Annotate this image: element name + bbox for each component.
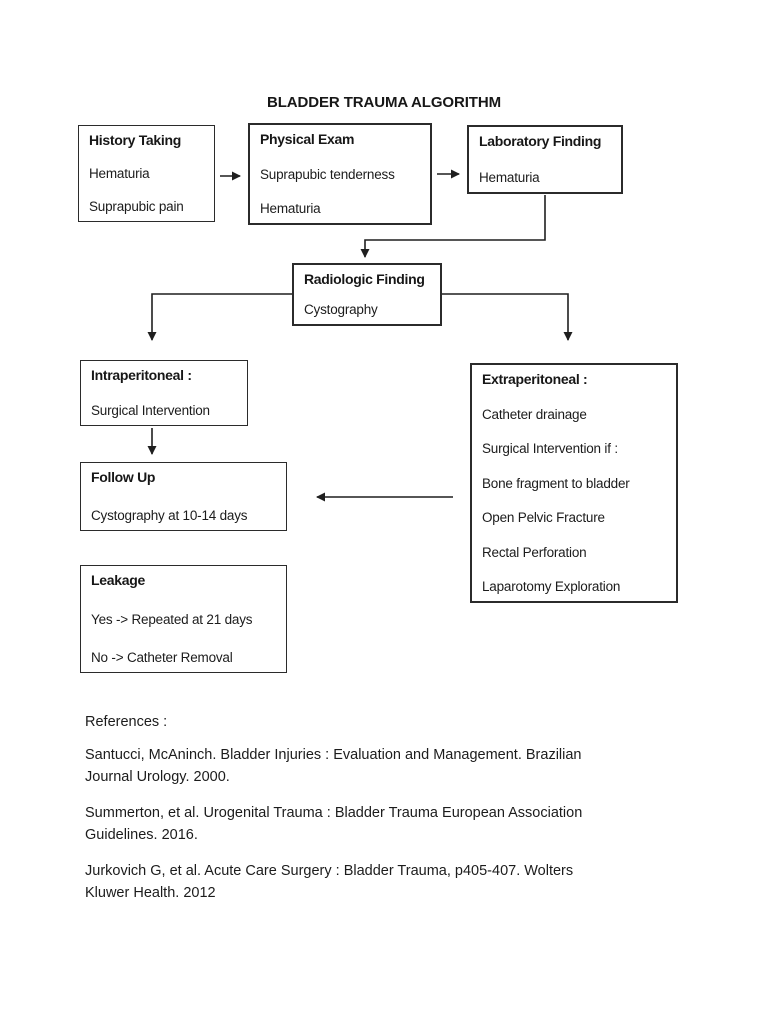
- flowchart-box-history-taking: History Taking Hematuria Suprapubic pain: [78, 125, 215, 222]
- flowchart-box-follow-up: Follow Up Cystography at 10-14 days: [80, 462, 287, 531]
- reference-line: Kluwer Health. 2012: [85, 885, 216, 901]
- box-line: Bone fragment to bladder: [482, 475, 630, 491]
- box-line: Laparotomy Exploration: [482, 579, 621, 594]
- box-line: Cystography at 10-14 days: [91, 508, 248, 523]
- references-section: References : Santucci, McAninch. Bladder…: [85, 711, 660, 918]
- box-line: Surgical Intervention if :: [482, 441, 618, 456]
- box-line: No -> Catheter Removal: [91, 650, 233, 665]
- page-title: BLADDER TRAUMA ALGORITHM: [267, 94, 501, 111]
- box-line: Open Pelvic Fracture: [482, 510, 605, 525]
- arrow-radiologic-to-intraperitoneal: [147, 293, 292, 341]
- reference-line: Journal Urology. 2000.: [85, 769, 230, 785]
- box-title: Intraperitoneal :: [91, 367, 192, 383]
- reference-line: Guidelines. 2016.: [85, 827, 198, 843]
- flowchart-box-extraperitoneal: Extraperitoneal : Catheter drainage Surg…: [470, 363, 678, 603]
- reference-item: Santucci, McAninch. Bladder Injuries : E…: [85, 744, 660, 788]
- reference-item: Summerton, et al. Urogenital Trauma : Bl…: [85, 802, 660, 846]
- reference-item: Jurkovich G, et al. Acute Care Surgery :…: [85, 860, 660, 904]
- box-title: Follow Up: [91, 469, 156, 485]
- box-line: Surgical Intervention: [91, 403, 210, 418]
- flowchart-box-radiologic-finding: Radiologic Finding Cystography: [292, 263, 442, 326]
- box-title: Radiologic Finding: [304, 271, 425, 287]
- box-line: Hematuria: [260, 201, 321, 216]
- box-title: History Taking: [89, 132, 182, 148]
- flowchart-box-laboratory-finding: Laboratory Finding Hematuria: [467, 125, 623, 194]
- references-heading: References :: [85, 714, 168, 730]
- box-title: Physical Exam: [260, 131, 355, 147]
- box-line: Suprapubic tenderness: [260, 166, 395, 182]
- box-title: Laboratory Finding: [479, 133, 602, 149]
- flowchart-box-leakage: Leakage Yes -> Repeated at 21 days No ->…: [80, 565, 287, 673]
- box-title: Leakage: [91, 572, 145, 588]
- reference-line: Summerton, et al. Urogenital Trauma : Bl…: [85, 805, 583, 821]
- box-line: Cystography: [304, 302, 378, 317]
- flowchart-box-intraperitoneal: Intraperitoneal : Surgical Intervention: [80, 360, 248, 426]
- reference-line: Santucci, McAninch. Bladder Injuries : E…: [85, 747, 582, 763]
- box-line: Rectal Perforation: [482, 544, 587, 560]
- arrow-radiologic-to-extraperitoneal: [442, 293, 573, 341]
- box-line: Catheter drainage: [482, 406, 587, 422]
- reference-line: Jurkovich G, et al. Acute Care Surgery :…: [85, 863, 574, 879]
- box-line: Suprapubic pain: [89, 199, 184, 214]
- box-line: Yes -> Repeated at 21 days: [91, 611, 253, 627]
- box-title: Extraperitoneal :: [482, 371, 588, 387]
- box-line: Hematuria: [479, 170, 540, 185]
- box-line: Hematuria: [89, 166, 150, 181]
- flowchart-box-physical-exam: Physical Exam Suprapubic tenderness Hema…: [248, 123, 432, 225]
